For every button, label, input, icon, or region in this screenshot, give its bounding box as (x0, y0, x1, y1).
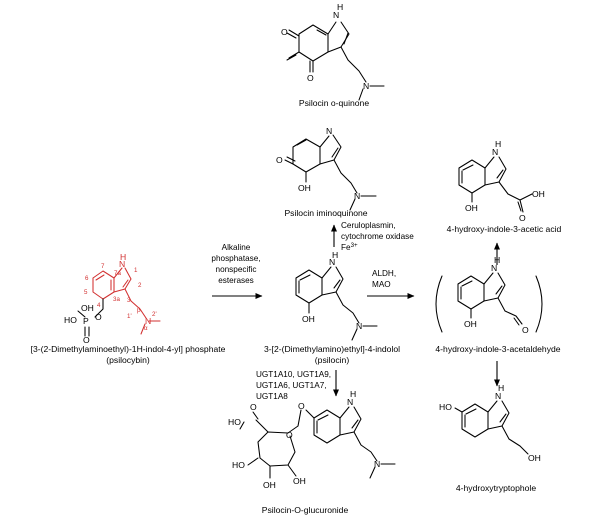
right-bracket (535, 275, 543, 333)
psilocybin-ndim-label: N (145, 316, 151, 326)
deamination-line2: MAO (372, 280, 391, 289)
psilocybin-p-label: P (83, 316, 89, 326)
psilocybin-pos-5: 5 (84, 289, 88, 296)
acetic-acid-oh2-label: OH (532, 189, 545, 199)
glucuronide-o-link-label: O (298, 401, 305, 411)
acetaldehyde-name: 4-hydroxy-indole-3-acetaldehyde (435, 344, 560, 354)
tryptophole-name: 4-hydroxytryptophole (456, 483, 536, 493)
psilocin-h-label: H (332, 250, 338, 260)
left-bracket (435, 275, 443, 333)
psilocybin-oh-label: OH (81, 303, 94, 313)
psilocybin-alpha: α (144, 325, 148, 332)
glucuronide-oh4-label: OH (263, 480, 276, 490)
glucuronide-structure: N H O O HO O HO OH OH N (228, 389, 396, 490)
psilocybin-o-ester-label: O (95, 312, 102, 322)
psilocin-iminoquinone-structure: N O OH N (276, 126, 377, 211)
dephosphorylation-conditions: Alkaline phosphatase, nonspecific estera… (211, 243, 260, 285)
dephosphorylation-line4: esterases (218, 276, 254, 285)
glucuronidation-line1: UGT1A10, UGT1A9, (256, 370, 331, 379)
psilocybin-pos-6: 6 (85, 275, 89, 282)
oxidation-line2: cytochrome oxidase (341, 232, 414, 241)
acetic-acid-o-label: O (519, 213, 526, 223)
dephosphorylation-line3: nonspecific (216, 265, 257, 274)
tryptophole-structure: N H HO OH (439, 383, 541, 463)
oxidation-conditions: Ceruloplasmin, cytochrome oxidase Fe3+ (341, 221, 414, 252)
psilocybin-name-line2: (psilocybin) (106, 355, 150, 365)
acetaldehyde-structure: N H OH O (435, 255, 543, 335)
o-quinone-nh-label: N (333, 10, 339, 20)
glucuronide-o-acid-label: O (250, 402, 257, 412)
psilocin-name-line2: (psilocin) (315, 355, 350, 365)
iminoquinone-o-label: O (276, 155, 283, 165)
tryptophole-ho-label: HO (439, 402, 452, 412)
acetic-acid-structure: N H OH O OH (458, 139, 545, 223)
o-quinone-ndim-label: N (363, 81, 369, 91)
psilocin-o-quinone-name: Psilocin o-quinone (299, 98, 369, 108)
deamination-line1: ALDH, (372, 269, 396, 278)
acetic-acid-oh-label: OH (465, 203, 478, 213)
acetaldehyde-nh-label: N (491, 263, 497, 273)
tryptophole-h-label: H (498, 383, 504, 393)
glucuronide-ho-acid-label: HO (228, 417, 241, 427)
psilocin-o-quinone-structure: N H O O N (281, 2, 385, 101)
acetic-acid-nh-label: N (492, 147, 498, 157)
psilocin-name-line1: 3-[2-(Dimethylamino)ethyl]-4-indolol (264, 344, 400, 354)
psilocybin-h-label: H (120, 252, 126, 262)
tryptophole-nh-label: N (495, 391, 501, 401)
acetaldehyde-oh-label: OH (464, 319, 477, 329)
oxidation-line1: Ceruloplasmin, (341, 221, 396, 230)
dephosphorylation-line2: phosphatase, (211, 254, 260, 263)
tryptophole-oh-label: OH (528, 453, 541, 463)
iminoquinone-n-label: N (326, 126, 332, 136)
glucuronide-name: Psilocin-O-glucuronide (262, 505, 349, 515)
glucuronide-o-ring-label: O (286, 430, 293, 440)
glucuronide-h-label: H (350, 389, 356, 399)
oxidation-line3: Fe3+ (341, 242, 358, 252)
psilocybin-pos-7: 7 (101, 263, 105, 270)
psilocybin-ho-label: HO (64, 315, 77, 325)
dephosphorylation-line1: Alkaline (222, 243, 251, 252)
psilocybin-pos-2p: 2' (152, 311, 157, 318)
psilocybin-pos-1p: 1' (127, 313, 132, 320)
o-quinone-o2-label: O (307, 73, 314, 83)
deamination-conditions: ALDH, MAO (372, 269, 396, 289)
psilocybin-structure: N H N OH HO P O O 1 2 3 3a 4 5 6 7 7a β … (64, 252, 161, 345)
psilocin-structure: N H OH N (295, 250, 378, 341)
psilocybin-o-double-label: O (83, 335, 90, 345)
glucuronide-ndim-label: N (374, 459, 380, 469)
glucuronide-oh2-label: OH (293, 476, 306, 486)
acetic-acid-h-label: H (495, 139, 501, 149)
psilocybin-pos-3a: 3a (113, 296, 120, 303)
psilocybin-nh-label: N (119, 259, 125, 269)
psilocin-n-label: N (329, 257, 335, 267)
psilocybin-name-line1: [3-(2-Dimethylaminoethyl)-1H-indol-4-yl]… (31, 344, 226, 354)
glucuronidation-conditions: UGT1A10, UGT1A9, UGT1A6, UGT1A7, UGT1A8 (256, 370, 331, 401)
psilocybin-pos-2: 2 (138, 282, 142, 289)
psilocin-iminoquinone-name: Psilocin iminoquinone (284, 208, 367, 218)
psilocybin-pos-1: 1 (134, 267, 138, 274)
psilocybin-pos-4: 4 (97, 302, 101, 309)
acetaldehyde-o-label: O (522, 325, 529, 335)
svg-text:H: H (337, 2, 343, 12)
iminoquinone-oh-label: OH (298, 183, 311, 193)
oxidation-fe-charge: 3+ (351, 242, 358, 249)
psilocybin-pos-3: 3 (127, 297, 131, 304)
psilocin-oh-label: OH (302, 314, 315, 324)
psilocybin-beta: β (137, 307, 141, 314)
o-quinone-o1-label: O (281, 27, 288, 37)
acetic-acid-name: 4-hydroxy-indole-3-acetic acid (447, 224, 562, 234)
psilocin-ndim-label: N (356, 321, 362, 331)
psilocybin-pos-7a: 7a (114, 270, 121, 277)
glucuronidation-line2: UGT1A6, UGT1A7, (256, 381, 327, 390)
iminoquinone-ndim-label: N (354, 191, 360, 201)
glucuronide-ho3-label: HO (232, 460, 245, 470)
glucuronidation-line3: UGT1A8 (256, 392, 288, 401)
glucuronide-nh-label: N (347, 397, 353, 407)
oxidation-fe: Fe (341, 243, 351, 252)
